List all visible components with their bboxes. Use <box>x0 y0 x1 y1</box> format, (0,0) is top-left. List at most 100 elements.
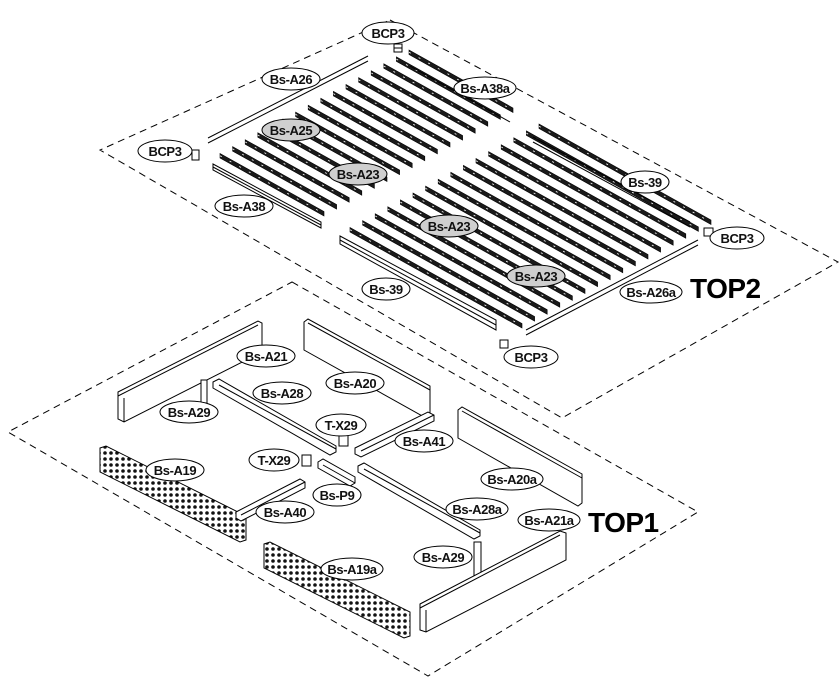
top1-title: TOP1 <box>588 507 659 538</box>
svg-text:Bs-39: Bs-39 <box>369 282 403 297</box>
label-bs-a41: Bs-A41 <box>394 429 454 453</box>
slat-right-1 <box>349 226 523 329</box>
label-bs-a38: Bs-A38 <box>214 194 274 218</box>
svg-text:BCP3: BCP3 <box>720 231 753 246</box>
bs-a20a-panel <box>457 406 583 507</box>
slat-left-8 <box>307 104 413 169</box>
svg-text:Bs-A23: Bs-A23 <box>515 269 558 284</box>
label-bs-a20: Bs-A20 <box>325 371 385 395</box>
slat-right-8 <box>437 178 611 281</box>
label-bs-a20a: Bs-A20a <box>480 467 544 491</box>
bs-a28-beam <box>212 378 337 456</box>
slat-left-holes-8 <box>308 107 413 166</box>
svg-text:Bs-A26: Bs-A26 <box>270 72 313 87</box>
svg-text:Bs-A40: Bs-A40 <box>264 505 307 520</box>
label-bcp3-bottom: BCP3 <box>503 345 559 369</box>
top1-boundary <box>6 281 699 677</box>
label-bs-a21: Bs-A21 <box>236 344 296 368</box>
svg-text:BCP3: BCP3 <box>371 26 404 41</box>
svg-text:Bs-P9: Bs-P9 <box>320 488 355 503</box>
bcp3-bracket-top <box>393 43 403 53</box>
bs-39-rail-right <box>532 136 691 228</box>
slat-left-7 <box>295 111 400 176</box>
bs-a26-rail <box>207 55 369 144</box>
svg-text:Bs-A20: Bs-A20 <box>334 376 377 391</box>
bs-a21a-panel <box>419 530 567 633</box>
label-bs-a19: Bs-A19 <box>145 458 205 482</box>
slat-left-13 <box>370 70 476 134</box>
tx29-bracket-lower <box>301 454 312 467</box>
svg-text:Bs-A25: Bs-A25 <box>270 123 313 138</box>
slat-right-11 <box>475 157 649 260</box>
bs-a38-rail <box>212 163 322 229</box>
label-bs-a23-1: Bs-A23 <box>328 162 388 186</box>
top2-title: TOP2 <box>690 273 761 304</box>
slat-left-9 <box>320 97 426 162</box>
label-bs-a21a: Bs-A21a <box>517 508 581 532</box>
label-bs-a28: Bs-A28 <box>252 381 312 405</box>
svg-text:Bs-A28a: Bs-A28a <box>452 502 502 517</box>
svg-text:Bs-A29: Bs-A29 <box>168 405 211 420</box>
slat-left-holes-3 <box>245 141 350 201</box>
label-bs-p9: Bs-P9 <box>312 483 362 507</box>
label-bs-a23-3: Bs-A23 <box>506 264 566 288</box>
slat-right-12 <box>488 151 661 253</box>
slat-left-holes-7 <box>295 114 400 173</box>
label-bs-a40: Bs-A40 <box>255 500 315 524</box>
svg-text:Bs-A23: Bs-A23 <box>337 167 380 182</box>
label-bs-a19a: Bs-A19a <box>320 557 384 581</box>
bs-a28a-beam <box>357 462 481 540</box>
bs-a19a-perforated-panel <box>263 541 411 639</box>
label-bs-a38a: Bs-A38a <box>453 76 517 100</box>
slat-right-7 <box>425 185 598 288</box>
label-tx29-lower: T-X29 <box>248 448 300 472</box>
bcp3-bracket-right <box>703 227 714 237</box>
top2-group: BCP3 Bs-A26 Bs-A38a BCP3 Bs-A25 Bs-A23 B… <box>98 19 840 419</box>
slat-right-10 <box>463 164 636 267</box>
slat-left-10 <box>333 90 438 155</box>
svg-text:Bs-39: Bs-39 <box>628 175 662 190</box>
svg-text:Bs-A26a: Bs-A26a <box>626 285 676 300</box>
bs-a19-perforated-panel <box>99 445 247 543</box>
svg-text:BCP3: BCP3 <box>514 350 547 365</box>
bs-a20-panel <box>303 318 431 419</box>
slat-right-13 <box>500 144 674 246</box>
label-bs-a25: Bs-A25 <box>261 118 321 142</box>
slat-left-holes-10 <box>333 93 438 152</box>
slat-left-holes-1 <box>219 155 325 215</box>
slat-left-holes-13 <box>371 72 476 132</box>
label-tx29-upper: T-X29 <box>315 413 367 437</box>
bs-a26a-rail <box>525 239 699 336</box>
label-bs-a28a: Bs-A28a <box>445 497 509 521</box>
slat-left-12 <box>358 77 463 141</box>
bs-a41-beam <box>354 411 435 458</box>
slat-right-15 <box>526 130 699 232</box>
slat-left-holes-2 <box>232 148 337 208</box>
label-bs-a26a: Bs-A26a <box>619 280 683 304</box>
bs-p9-plate <box>317 458 356 487</box>
svg-text:Bs-A28: Bs-A28 <box>261 386 304 401</box>
label-bs-a23-2: Bs-A23 <box>419 214 479 238</box>
slat-right-14 <box>513 137 687 239</box>
svg-text:T-X29: T-X29 <box>258 453 291 468</box>
tx29-bracket-upper <box>338 434 349 447</box>
bcp3-bracket-bottom <box>499 339 509 349</box>
label-bs-a29-right: Bs-A29 <box>413 545 473 569</box>
slat-left-14 <box>383 63 489 127</box>
svg-text:BCP3: BCP3 <box>148 144 181 159</box>
slat-left-11 <box>345 83 451 148</box>
slat-left-holes-11 <box>345 86 451 146</box>
label-bs-39-right: Bs-39 <box>620 170 670 194</box>
svg-text:Bs-A19a: Bs-A19a <box>327 562 377 577</box>
slat-left-1 <box>219 152 325 217</box>
slat-left-2 <box>232 146 337 210</box>
slat-right-3 <box>374 213 548 315</box>
svg-text:Bs-A29: Bs-A29 <box>422 550 465 565</box>
slat-left-holes-16 <box>408 51 514 111</box>
svg-text:Bs-A21a: Bs-A21a <box>524 513 574 528</box>
svg-text:Bs-A19: Bs-A19 <box>154 463 197 478</box>
slat-right-2 <box>362 220 535 322</box>
svg-text:T-X29: T-X29 <box>325 418 358 433</box>
